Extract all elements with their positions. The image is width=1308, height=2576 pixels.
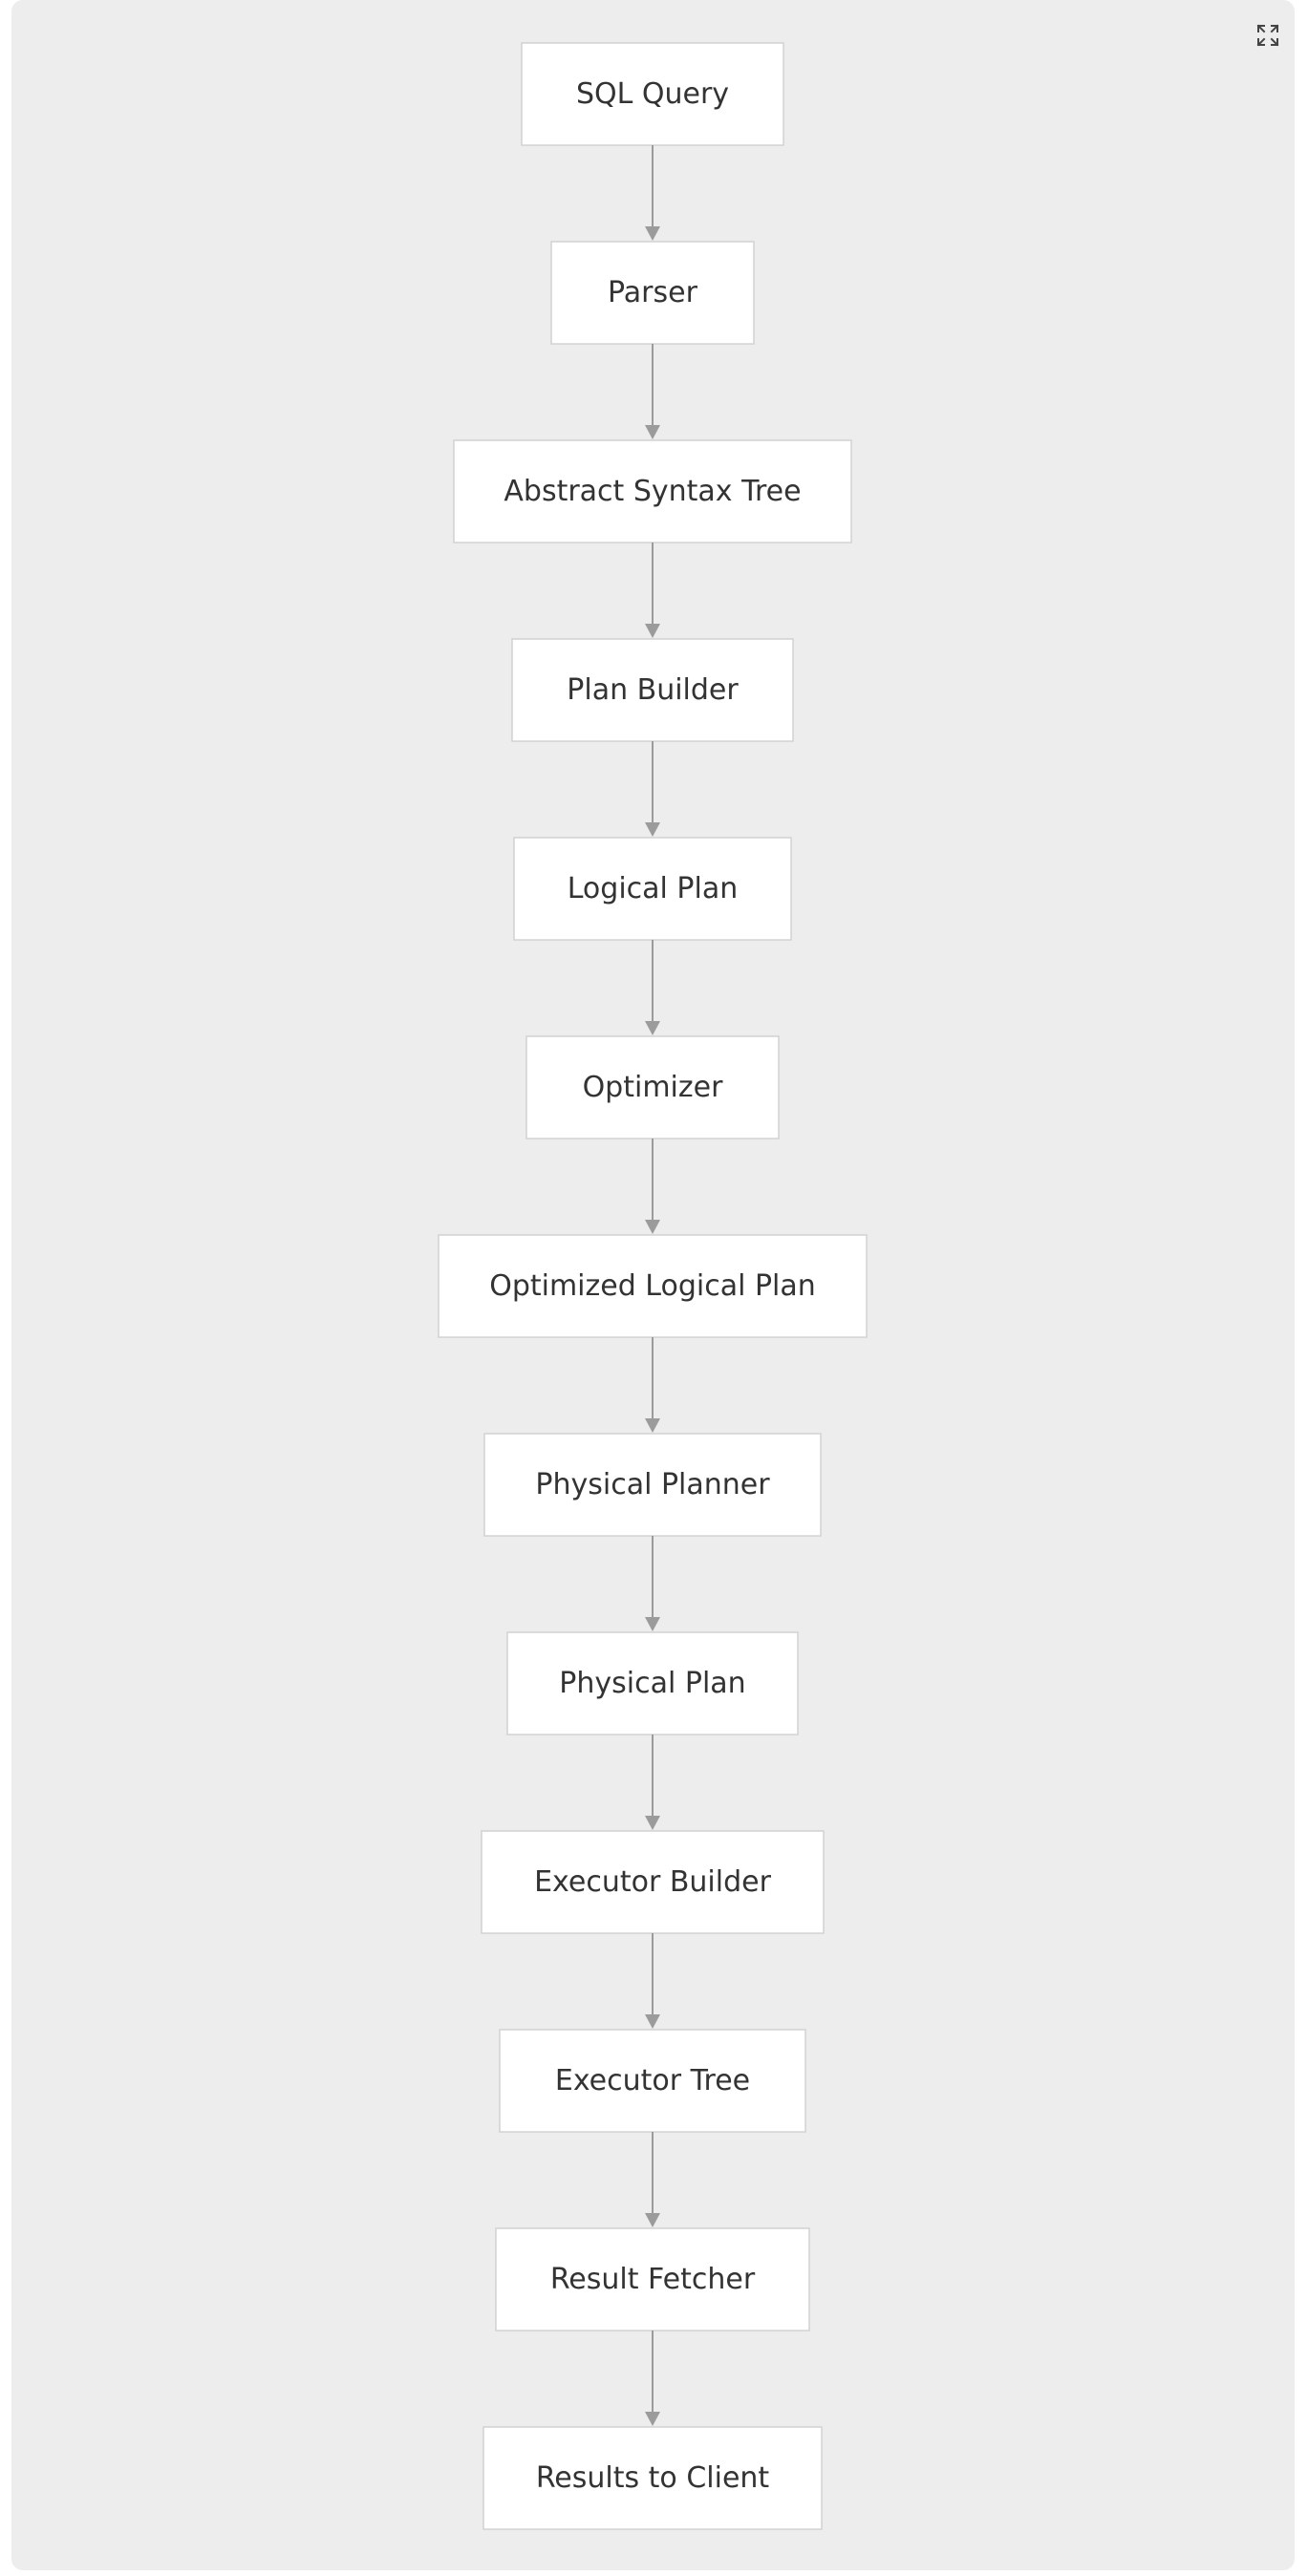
edge-optimizer-to-optimized-logical-plan [645,1139,660,1234]
node-logical-plan: Logical Plan [513,837,792,941]
node-label: Optimized Logical Plan [489,1269,816,1303]
node-optimized-logical-plan: Optimized Logical Plan [438,1234,868,1338]
node-label: Logical Plan [568,872,739,905]
node-box [513,837,792,941]
edge-physical-plan-to-executor-builder [645,1735,660,1830]
node-label: Executor Builder [534,1865,772,1899]
node-box [481,1830,825,1934]
edge-physical-planner-to-physical-plan [645,1536,660,1631]
node-label: Results to Client [536,2461,770,2495]
node-results-to-client: Results to Client [482,2426,823,2530]
node-executor-tree: Executor Tree [499,2029,806,2133]
node-label: Parser [608,276,698,309]
arrowhead [645,624,660,638]
node-parser: Parser [550,241,755,345]
edge-optimized-logical-plan-to-physical-planner [645,1337,660,1433]
node-plan-builder: Plan Builder [511,638,794,742]
node-label: Executor Tree [555,2064,750,2097]
node-box [525,1035,780,1139]
node-label: Plan Builder [567,673,739,707]
arrowhead [645,1418,660,1433]
edge-plan-builder-to-logical-plan [645,741,660,837]
node-label: Abstract Syntax Tree [504,475,801,508]
edge-abstract-syntax-tree-to-plan-builder [645,543,660,638]
node-executor-builder: Executor Builder [481,1830,825,1934]
arrowhead [645,2213,660,2227]
node-box [495,2227,810,2331]
edge-result-fetcher-to-results-to-client [645,2331,660,2426]
node-label: Result Fetcher [550,2263,756,2296]
node-box [506,1631,799,1735]
node-sql-query: SQL Query [521,42,784,146]
node-box [453,439,852,543]
edge-logical-plan-to-optimizer [645,940,660,1035]
arrowhead [645,226,660,241]
arrowhead [645,1816,660,1830]
node-box [438,1234,868,1338]
edge-sql-query-to-parser [645,145,660,241]
node-physical-plan: Physical Plan [506,1631,799,1735]
arrowhead [645,822,660,837]
node-box [482,2426,823,2530]
arrowhead [645,1617,660,1631]
node-abstract-syntax-tree: Abstract Syntax Tree [453,439,852,543]
node-box [550,241,755,345]
arrowhead [645,1220,660,1234]
edge-executor-builder-to-executor-tree [645,1933,660,2029]
node-label: SQL Query [576,77,729,111]
arrowhead [645,425,660,439]
node-label: Physical Planner [535,1468,770,1501]
node-result-fetcher: Result Fetcher [495,2227,810,2331]
expand-button[interactable] [1254,21,1282,50]
arrowhead [645,1021,660,1035]
node-box [483,1433,822,1537]
node-label: Optimizer [583,1071,724,1104]
node-box [499,2029,806,2133]
arrowhead [645,2412,660,2426]
expand-icon [1256,24,1279,47]
node-physical-planner: Physical Planner [483,1433,822,1537]
node-box [521,42,784,146]
node-label: Physical Plan [559,1667,745,1700]
node-box [511,638,794,742]
edge-executor-tree-to-result-fetcher [645,2132,660,2227]
node-optimizer: Optimizer [525,1035,780,1139]
arrowhead [645,2014,660,2029]
edge-parser-to-abstract-syntax-tree [645,344,660,439]
